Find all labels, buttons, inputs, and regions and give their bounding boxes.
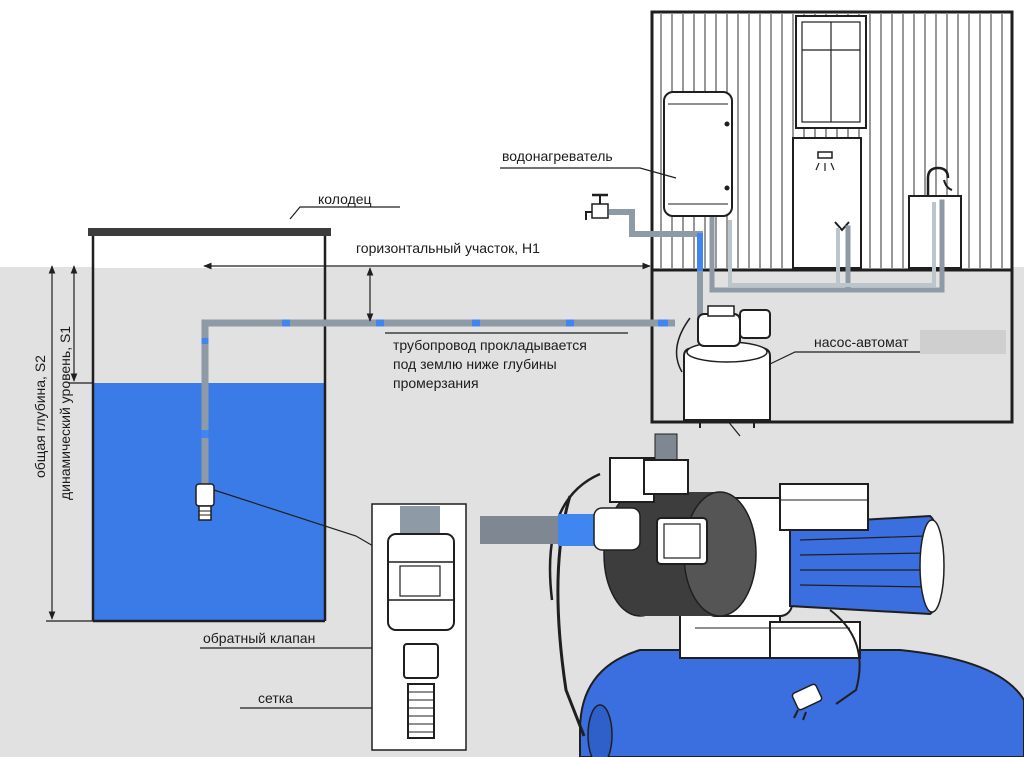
label-dynamic-level: динамический уровень, S1 xyxy=(57,326,73,500)
redacted-area xyxy=(920,330,1006,354)
label-pipeline-line1: трубопровод прокладывается xyxy=(393,337,587,353)
check-valve-in-well xyxy=(195,483,215,521)
house xyxy=(650,10,1014,424)
shower-cabin xyxy=(792,137,862,269)
outdoor-tap-icon xyxy=(585,193,609,220)
label-pipeline-line2: под землю ниже глубины xyxy=(393,356,557,372)
shower-icon xyxy=(815,151,835,171)
faucet-icon xyxy=(926,166,953,196)
well-above-ground xyxy=(93,236,325,268)
window-icon xyxy=(795,15,867,129)
dimensions xyxy=(46,262,651,622)
label-total-depth: общая глубина, S2 xyxy=(32,355,48,478)
water-heater xyxy=(663,91,733,217)
label-pipeline-line3: промерзания xyxy=(393,375,479,391)
label-check-valve: обратный клапан xyxy=(203,630,315,646)
well-cover xyxy=(88,228,331,236)
house-piping xyxy=(609,199,945,325)
pump-station-small xyxy=(675,305,771,428)
label-pump-station: насос-автомат xyxy=(814,334,909,350)
label-horizontal-section: горизонтальный участок, H1 xyxy=(356,240,540,256)
label-well: колодец xyxy=(318,191,372,207)
pump-station-large xyxy=(480,433,1024,757)
power-plug-icon xyxy=(791,683,823,721)
valve-inset xyxy=(371,503,467,751)
suction-pipe xyxy=(201,319,675,496)
label-water-heater: водонагреватель xyxy=(502,148,613,164)
label-strainer: сетка xyxy=(258,690,293,706)
